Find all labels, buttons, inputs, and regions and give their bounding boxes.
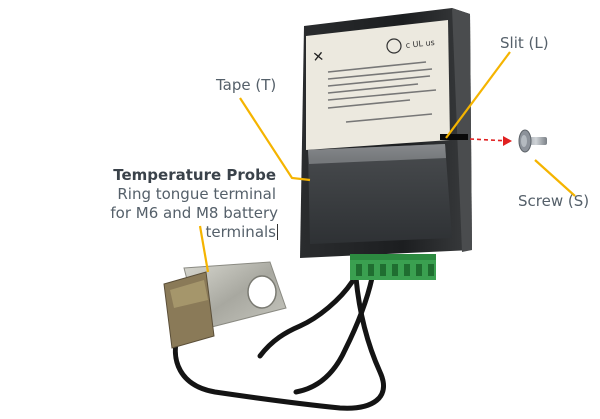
terminal-connector [350, 254, 436, 280]
probe-description-line2: for M6 and M8 battery terminals [96, 204, 278, 242]
screw-leader [534, 159, 576, 197]
leader-lines [198, 51, 576, 273]
probe-title: Temperature Probe [113, 166, 276, 184]
slit [440, 134, 468, 140]
label-text-lines [327, 61, 437, 123]
probe-description-line1: Ring tongue terminal [117, 185, 276, 203]
monitor-device: ✕ c UL us [300, 8, 472, 280]
product-label: ✕ c UL us [306, 20, 450, 150]
tape-leader [239, 97, 311, 182]
ring-hole [247, 275, 277, 309]
ul-marks: c UL us [405, 38, 435, 50]
slit-label: Slit (L) [500, 34, 549, 52]
svg-text:✕: ✕ [312, 49, 325, 66]
slit-to-screw-arrow [469, 136, 512, 146]
probe-callout: Temperature Probe Ring tongue terminal f… [96, 166, 278, 242]
screw-label: Screw (S) [518, 192, 590, 210]
probe-leader [198, 225, 210, 273]
probe-description-line2-text: for M6 and M8 battery terminals [110, 204, 278, 241]
temperature-probe [163, 261, 287, 349]
slit-leader [445, 51, 511, 139]
tape [308, 144, 452, 244]
certification-mark-circle [386, 38, 402, 54]
text-cursor [277, 224, 278, 240]
screw [518, 129, 547, 153]
cable [172, 275, 386, 411]
tape-label: Tape (T) [216, 76, 277, 94]
